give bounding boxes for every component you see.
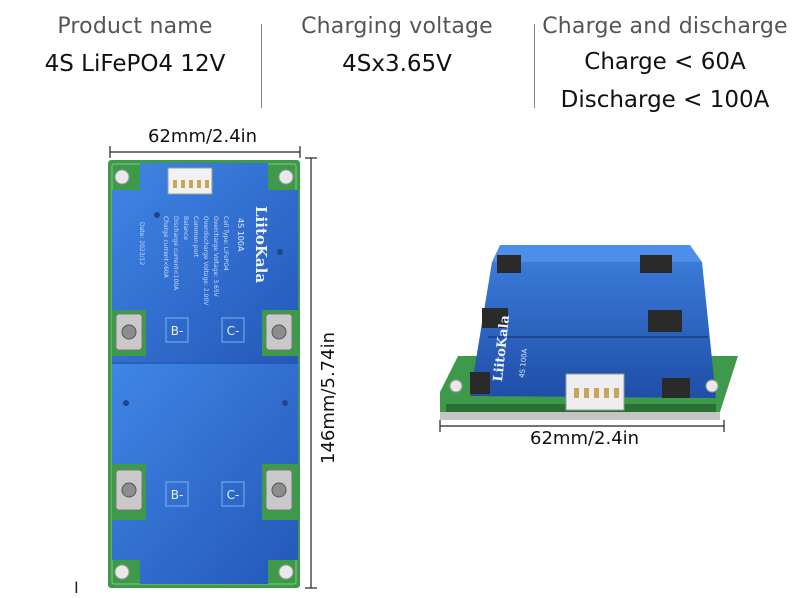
height-label: 146mm/5.74in [318, 332, 339, 464]
board-spec-line: Overcharge Voltage: 3.65V [212, 216, 219, 298]
charging-voltage-value: 4Sx3.65V [342, 51, 452, 77]
product-name-column: Product name 4S LiFePO4 12V [30, 14, 240, 79]
divider [261, 24, 262, 108]
terminal-pad [112, 464, 146, 520]
charge-discharge-column: Charge and discharge Charge < 60A Discha… [540, 14, 790, 115]
board-spec-line: Common port [192, 216, 199, 258]
charging-voltage-column: Charging voltage 4Sx3.65V [282, 14, 512, 79]
charging-voltage-label: Charging voltage [301, 14, 493, 39]
date-label: Date: 2023/12 [138, 222, 145, 265]
board-spec-line: Discharge current<100A [172, 216, 179, 291]
top-width-dimension [109, 146, 301, 158]
product-name-label: Product name [57, 14, 213, 39]
height-dimension [305, 157, 317, 589]
lower-heatsink-plate [112, 362, 298, 584]
terminal-pad [262, 464, 298, 520]
side-width-dimension [439, 420, 725, 432]
terminal-pad [112, 310, 146, 356]
board-spec-line: Cell Type: LiFePO4 [222, 216, 229, 271]
product-name-value: 4S LiFePO4 12V [44, 51, 226, 77]
side-brand-label: LiitoKala [491, 314, 513, 383]
terminal-pad [262, 310, 298, 356]
charge-discharge-label: Charge and discharge [542, 14, 788, 39]
side-width-label: 62mm/2.4in [530, 428, 640, 449]
terminal-label-c: C- [227, 324, 240, 338]
board-spec-line: Overdischarge Voltage: 2.00V [202, 216, 209, 306]
side-view-board [440, 245, 738, 420]
brand-label: LiitoKala [252, 206, 270, 283]
top-width-label: 62mm/2.4in [148, 126, 258, 147]
terminal-label-c: C- [227, 488, 240, 502]
terminal-label-b: B- [171, 324, 184, 338]
charge-value: Charge < 60A [584, 49, 746, 75]
board-spec-line: Charge current<60A [162, 216, 169, 279]
text-cursor-icon: I [74, 578, 79, 597]
side-model-label: 4S 100A [518, 348, 529, 378]
divider [534, 24, 535, 108]
terminal-label-b: B- [171, 488, 184, 502]
model-label: 4S 100A [236, 218, 245, 252]
discharge-value: Discharge < 100A [560, 87, 770, 113]
board-spec-line: Balance [182, 216, 189, 240]
